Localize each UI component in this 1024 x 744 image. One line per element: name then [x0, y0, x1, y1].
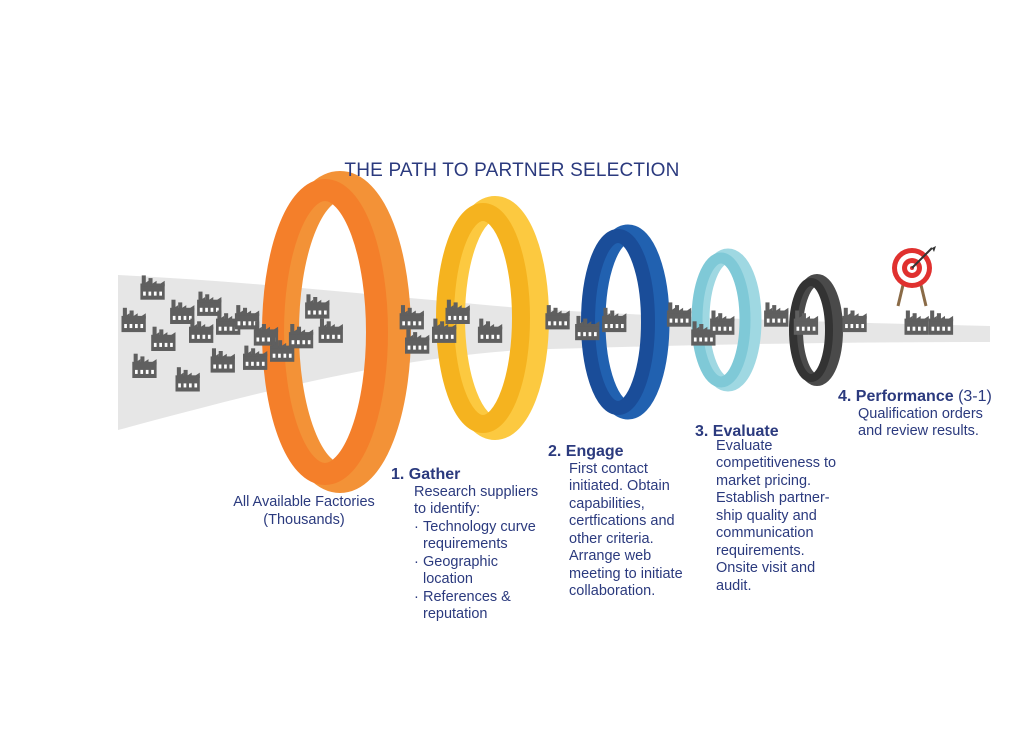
diagram-title: THE PATH TO PARTNER SELECTION [344, 160, 680, 181]
evaluate-line: audit. [716, 577, 752, 594]
gather-bullet-text: reputation [423, 606, 488, 622]
stage-gather-title: 1. Gather [391, 466, 461, 483]
evaluate-line: communication [716, 525, 814, 541]
gather-bullet-text: requirements [423, 536, 508, 552]
evaluate-line: Evaluate [716, 437, 773, 454]
stage-performance: 4. Performance (3-1) Qualification order… [838, 388, 1018, 441]
factory-icon [928, 310, 954, 335]
gather-bullet-text: Geographic [423, 553, 498, 570]
factory-icon [842, 307, 867, 333]
stage-performance-title: 4. Performance (3-1) [838, 388, 1018, 406]
engage-line: initiated. Obtain [569, 478, 670, 494]
evaluate-line: ship quality and [716, 507, 817, 524]
evaluate-line: Onsite visit and [716, 560, 816, 576]
gather-bullet-text: location [423, 571, 473, 587]
all-factories-label: All Available Factories (Thousands) [214, 494, 394, 529]
engage-line: collaboration. [569, 583, 656, 599]
evaluate-line: competitiveness to [716, 455, 837, 471]
gather-bullet: ·References &reputation [414, 588, 511, 623]
engage-line: other criteria. [569, 530, 654, 547]
engage-line: First contact [569, 460, 648, 477]
factory-icon [710, 310, 735, 335]
target-icon [892, 246, 936, 307]
engage-line: capabilities, [569, 495, 645, 512]
factory-icon [904, 310, 929, 335]
stage-evaluate: 3. Evaluate Evaluate competitiveness to … [695, 423, 855, 595]
performance-line: and review results. [858, 423, 979, 439]
engage-line: meeting to initiate [569, 565, 683, 582]
performance-line: Qualification orders [858, 405, 983, 422]
stage-engage-title: 2. Engage [548, 443, 624, 460]
funnel-band [118, 275, 990, 430]
evaluate-line: market pricing. [716, 472, 812, 489]
stage-evaluate-title: 3. Evaluate [695, 423, 779, 440]
all-factories-line2: (Thousands) [263, 511, 345, 528]
performance-title-text: 4. Performance [838, 388, 954, 405]
factory-icon [764, 302, 789, 327]
engage-line: certfications and [569, 513, 675, 529]
evaluate-line: requirements. [716, 542, 805, 559]
ring-performance [691, 248, 762, 392]
gather-bullet-text: Technology curve [423, 518, 536, 535]
performance-title-suffix: (3-1) [958, 388, 992, 405]
evaluate-line: Establish partner- [716, 490, 830, 506]
ring-evaluate [581, 224, 670, 420]
gather-intro-2: to identify: [414, 501, 481, 517]
factory-icon [793, 310, 819, 335]
factory-icon [545, 305, 570, 330]
stage-gather: 1. Gather Research suppliers to identify… [391, 466, 561, 624]
gather-intro-1: Research suppliers [414, 483, 539, 500]
gather-bullet-text: References & [423, 588, 511, 605]
engage-line: Arrange web [569, 548, 652, 564]
stage-engage: 2. Engage First contact initiated. Obtai… [548, 443, 698, 601]
all-factories-line1: All Available Factories [233, 494, 375, 510]
factory-icon [666, 302, 692, 327]
factory-icon [602, 307, 627, 333]
